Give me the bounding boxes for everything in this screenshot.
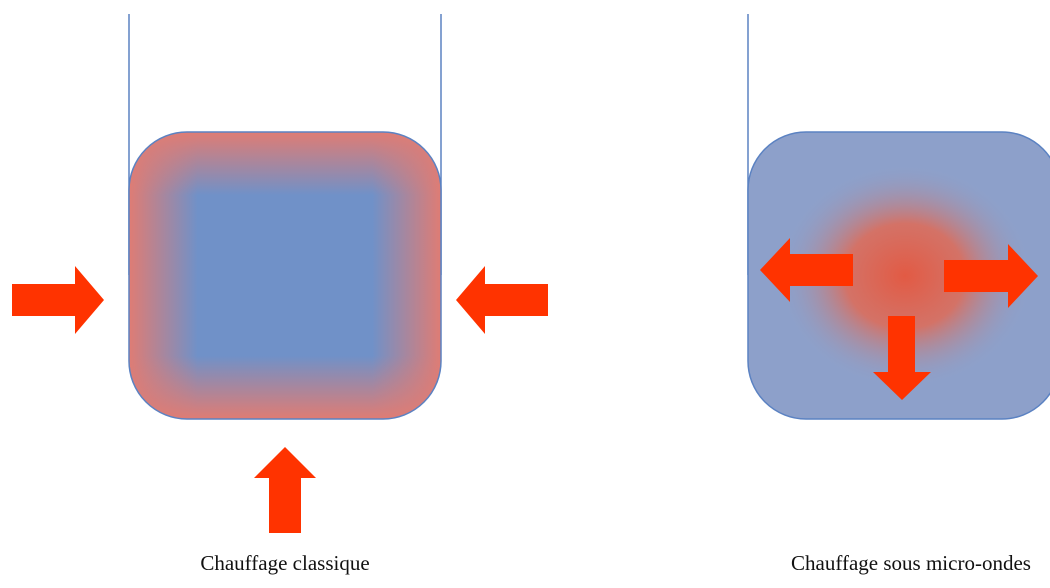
classic-heating-panel (12, 14, 548, 533)
classic-vessel-outline (128, 131, 442, 420)
heat-arrow-down-icon (873, 316, 931, 400)
microwave-heating-caption: Chauffage sous micro-ondes (791, 551, 1031, 575)
classic-heating-caption: Chauffage classique (200, 551, 370, 575)
microwave-vessel-outline (747, 131, 1050, 420)
heat-arrow-left-icon (456, 266, 548, 334)
heat-arrow-up-icon (254, 447, 316, 533)
classic-vessel-body (129, 132, 441, 419)
heat-arrow-right-icon (944, 244, 1038, 308)
heat-arrow-right-icon (12, 266, 104, 334)
microwave-heating-panel (747, 14, 1050, 420)
heat-arrow-left-icon (760, 238, 853, 302)
